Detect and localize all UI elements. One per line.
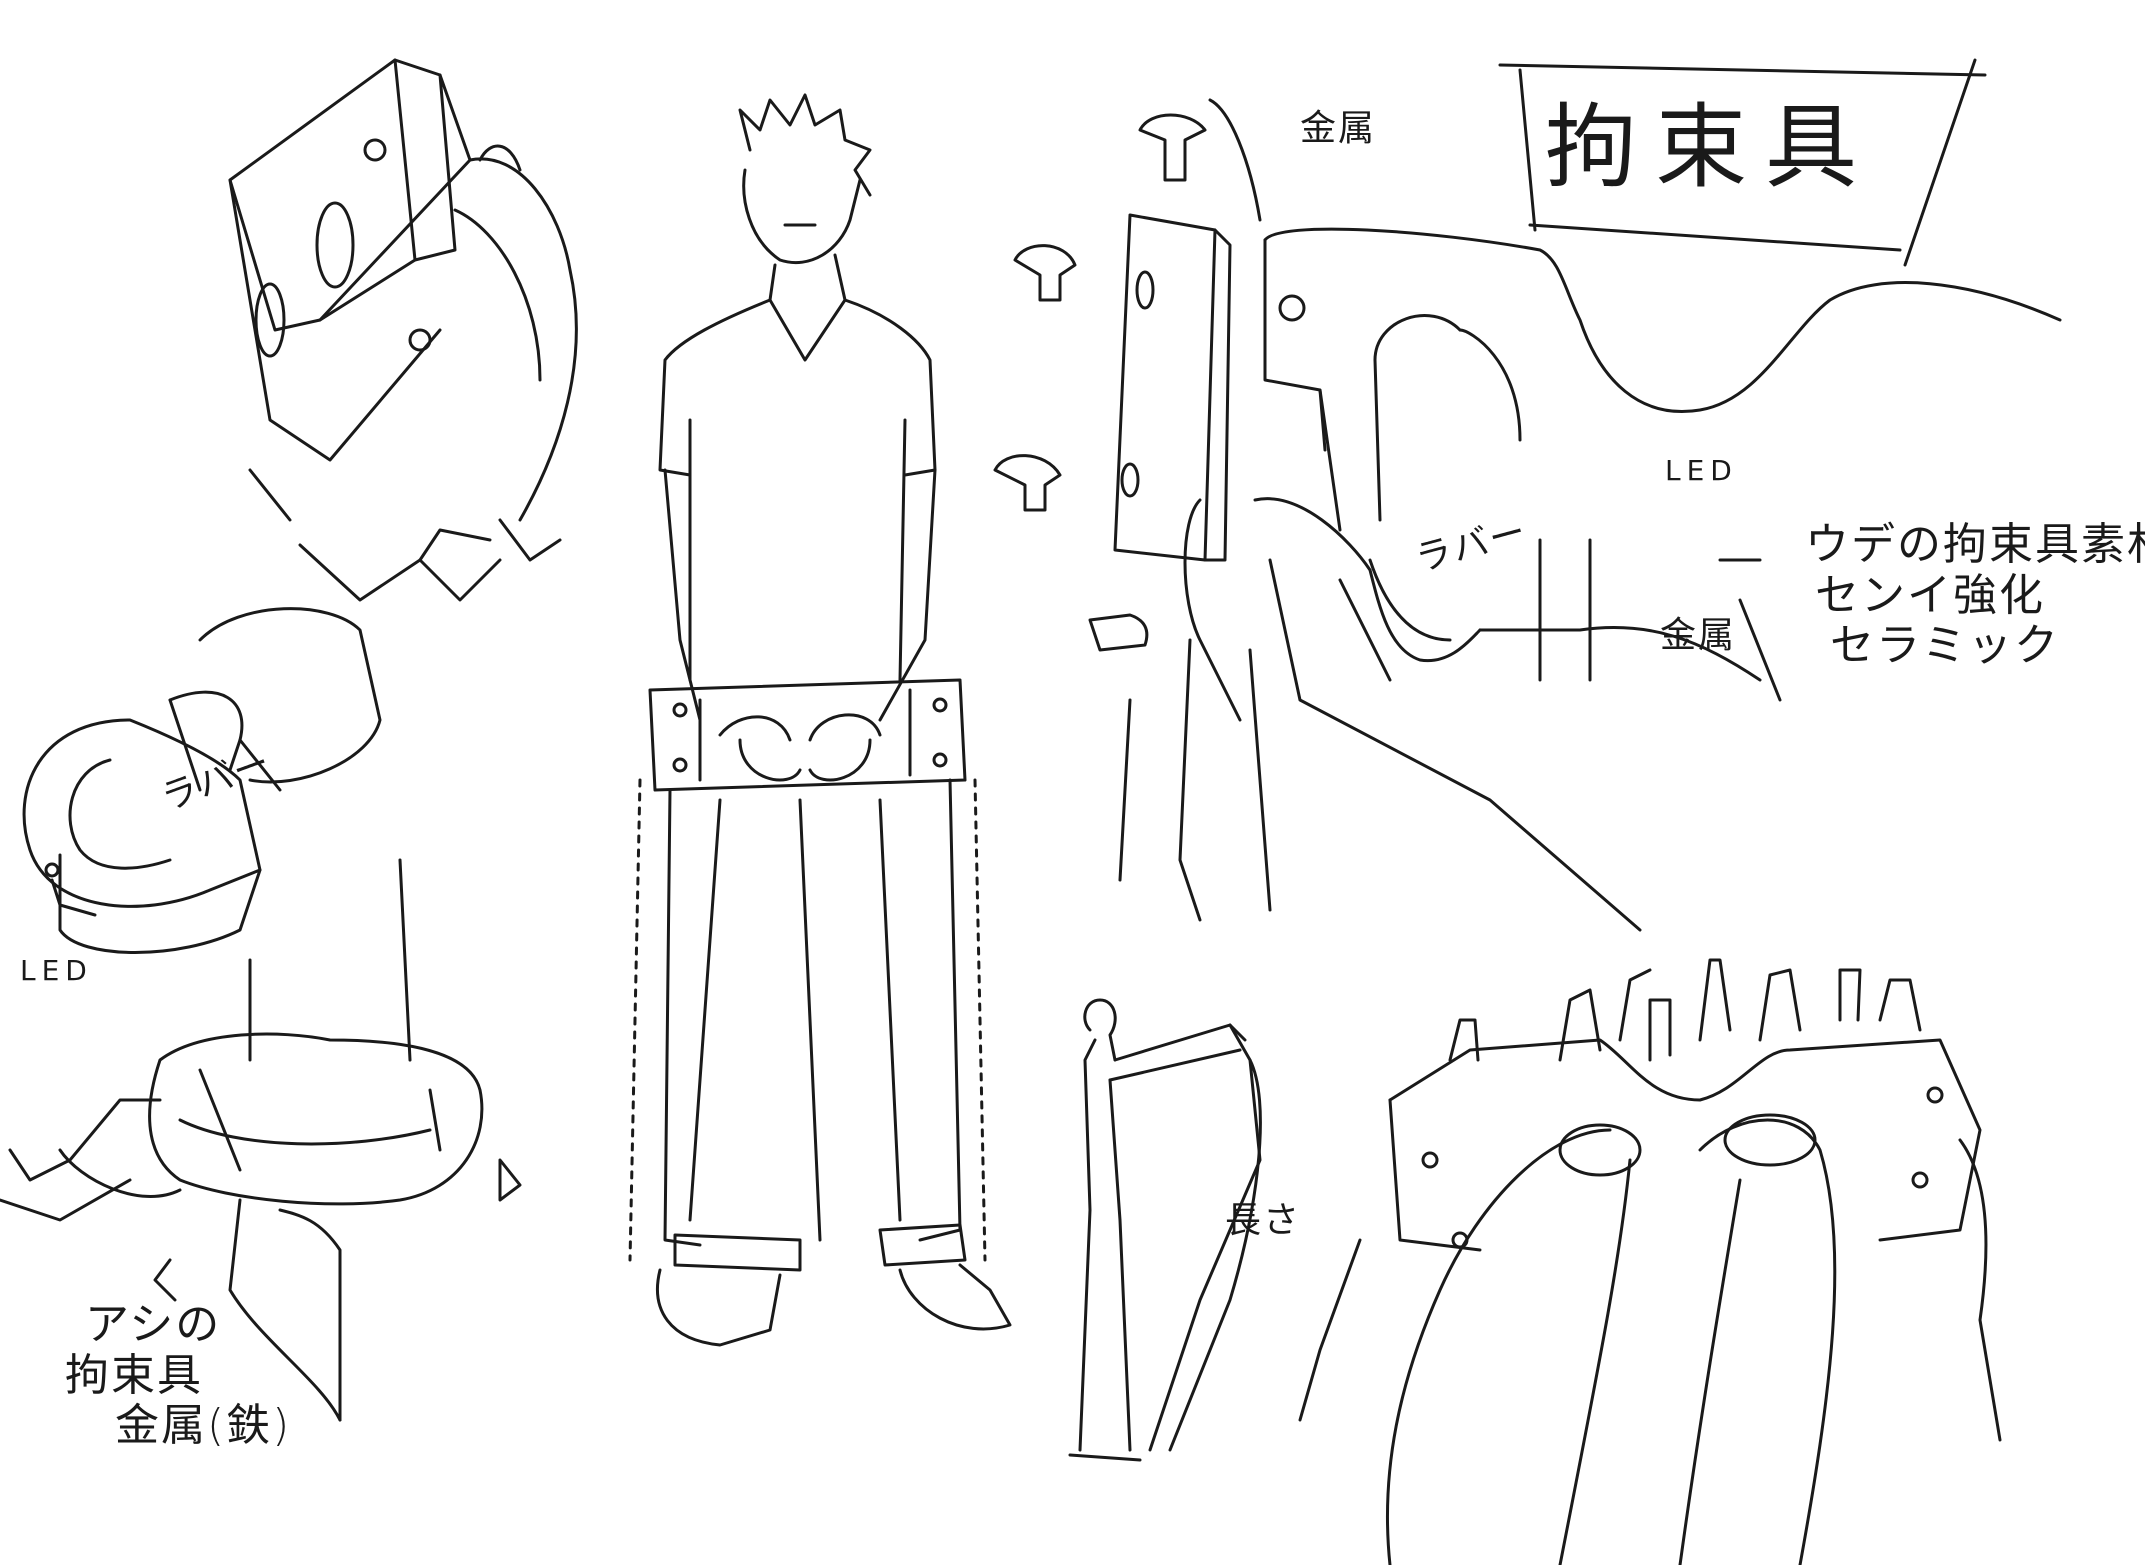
arm-material-line3: セラミック xyxy=(1830,620,2060,672)
ankle-cuff-left-sketch xyxy=(0,858,522,1422)
standing-figure-sketch xyxy=(628,93,1012,1347)
label-metal-top: 金属 xyxy=(1300,108,1377,149)
leg-note-line2: 拘束具 xyxy=(65,1349,203,1401)
arm-material-note: ウデの拘束具素材 センイ強化 セラミック xyxy=(1805,519,2145,672)
hands-cuff-closeup-sketch xyxy=(1298,958,2002,1565)
label-length: 長さ xyxy=(1225,1200,1302,1241)
wrist-cuff-top-left-sketch xyxy=(228,58,578,602)
leg-restraint-note: アシの 拘束具 金属(鉄) xyxy=(65,1299,292,1452)
label-metal-right: 金属 xyxy=(1660,615,1737,656)
arm-material-line2: センイ強化 xyxy=(1815,569,2045,621)
leg-note-line1: アシの xyxy=(85,1299,222,1350)
arm-material-line1: ウデの拘束具素材 xyxy=(1805,519,2145,570)
u-cuff-left-sketch xyxy=(22,607,382,954)
label-led-left: LED xyxy=(20,954,93,987)
cuff-closeup-right-sketch xyxy=(1118,227,2062,932)
length-figure-sketch xyxy=(1068,998,1262,1462)
leg-note-line3: 金属(鉄) xyxy=(115,1400,292,1452)
metal-bracket-sketch xyxy=(1113,213,1232,562)
title-frame xyxy=(1498,58,1987,267)
label-led-top-right: LED xyxy=(1665,454,1738,487)
metal-bolts-sketch xyxy=(993,98,1262,652)
sheet-title: 拘束具 xyxy=(1545,94,1876,201)
